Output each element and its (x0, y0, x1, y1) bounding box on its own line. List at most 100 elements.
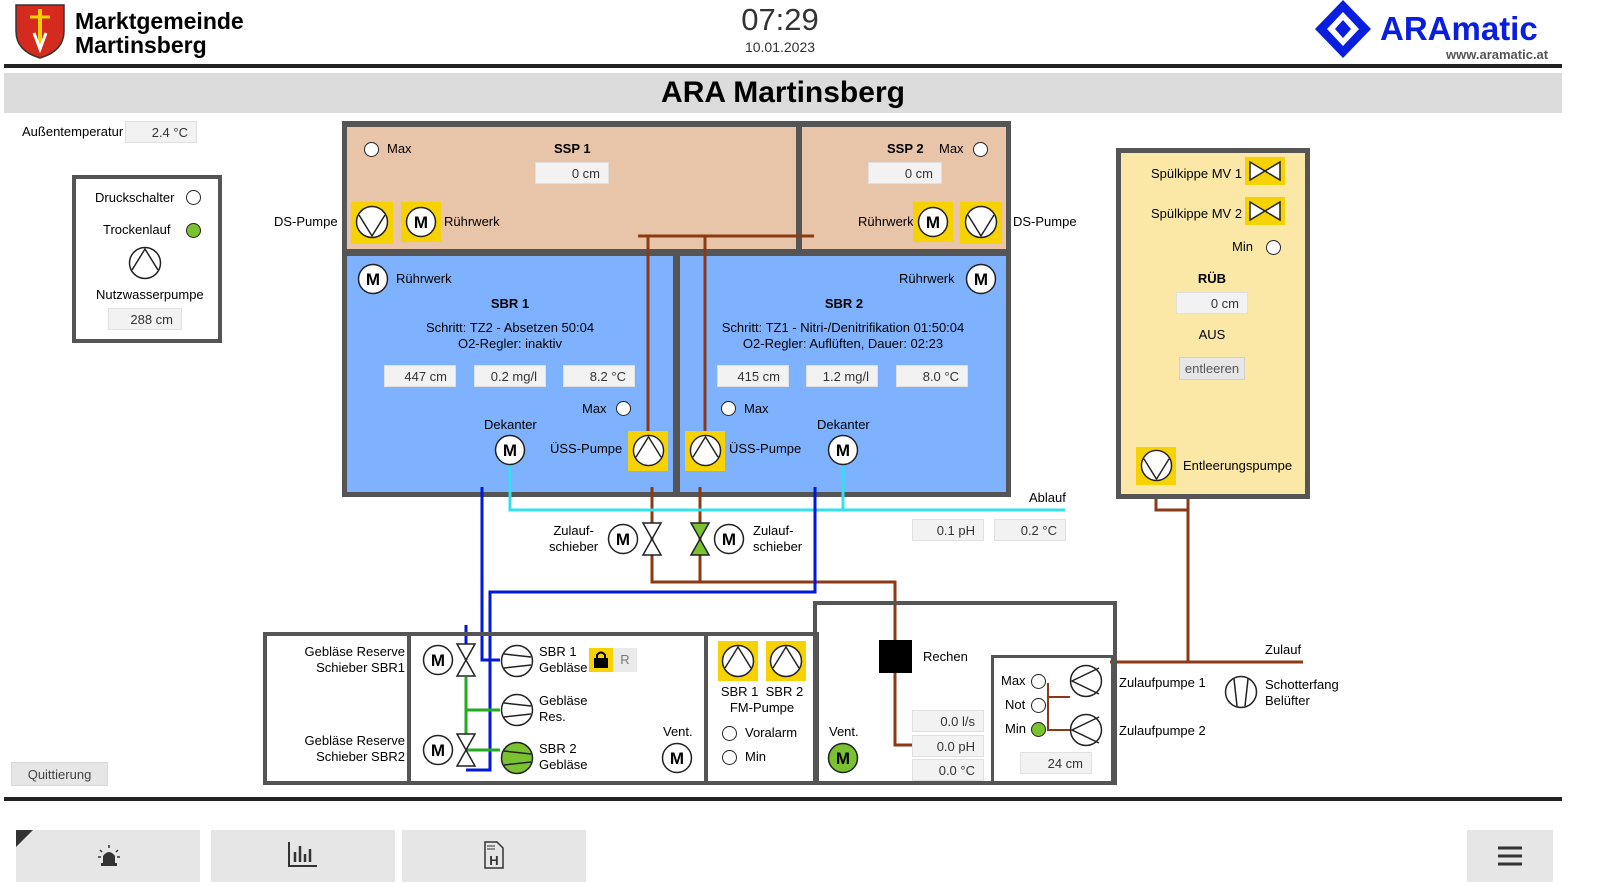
sbr2-stirrer-label: Rührwerk (899, 271, 955, 286)
rueb-empty-button[interactable]: entleeren (1179, 357, 1245, 380)
sump-min-label: Min (1005, 721, 1026, 736)
ssp1-max-indicator (364, 142, 379, 157)
sump-level: 24 cm (1020, 752, 1092, 774)
intake-ph: 0.0 pH (912, 735, 984, 757)
ssp2-level: 0 cm (868, 162, 942, 184)
fm-min-indicator (722, 750, 737, 765)
ssp1-stirrer-label: Rührwerk (444, 214, 500, 229)
reserve2-valve-icon[interactable] (455, 733, 477, 767)
svg-text:M: M (431, 651, 445, 670)
sbr1-o2-value: 0.2 mg/l (474, 365, 546, 387)
inlet-valve-left-icon[interactable] (641, 522, 663, 556)
nav-trends-button[interactable] (211, 830, 395, 882)
nutzwasser-pump-icon[interactable] (128, 246, 162, 280)
outlet-ph: 0.1 pH (912, 519, 984, 541)
sbr1-stirrer-motor-icon[interactable]: M (357, 263, 389, 295)
nutzwasser-level: 288 cm (108, 308, 182, 330)
sbr1-title: SBR 1 (490, 296, 530, 311)
rueb-mv1-label: Spülkippe MV 1 (1151, 166, 1243, 181)
sbr2-temp: 8.0 °C (896, 365, 968, 387)
svg-text:M: M (836, 749, 850, 768)
fm-min-label: Min (745, 749, 766, 764)
hamburger-menu-icon (1498, 846, 1522, 866)
intake-flow: 0.0 l/s (912, 710, 984, 732)
ssp2-ds-pump-icon[interactable] (964, 205, 998, 239)
grit-aerator-label: Schotterfang Belüfter (1265, 677, 1339, 708)
brand-name: ARAmatic (1380, 10, 1538, 47)
nav-menu-button[interactable] (1467, 830, 1553, 882)
inlet-valve-right-label: Zulauf- schieber (753, 523, 803, 554)
sbr2-uess-pump-icon[interactable] (689, 434, 722, 467)
sbr1-level: 447 cm (384, 365, 456, 387)
intake-pump1-label: Zulaufpumpe 1 (1119, 675, 1206, 690)
sbr2-o2-value: 1.2 mg/l (806, 365, 878, 387)
sbr2-blower-icon[interactable] (500, 741, 534, 775)
nutzwasser-pump-label: Nutzwasserpumpe (96, 287, 204, 302)
page-title: ARA Martinsberg (661, 76, 905, 109)
reserve-badge: R (613, 648, 637, 672)
header-divider (4, 64, 1562, 68)
intake-vent-motor-icon[interactable]: M (827, 742, 859, 774)
nav-alarm-button[interactable] (16, 830, 200, 882)
sbr2-max-label: Max (744, 401, 769, 416)
blower-reserve2-label: Gebläse Reserve Schieber SBR2 (304, 733, 405, 764)
page-title-bar: ARA Martinsberg (4, 73, 1562, 113)
sbr1-step: Schritt: TZ2 - Absetzen 50:04 (425, 320, 595, 335)
ssp2-stirrer-motor-icon[interactable]: M (917, 206, 949, 238)
rueb-mv2-valve-icon[interactable] (1249, 200, 1281, 222)
ssp2-title: SSP 2 (887, 141, 924, 156)
fm-pump1-icon[interactable] (721, 644, 755, 678)
outlet-label: Ablauf (1029, 490, 1066, 505)
blower-vent-motor-icon[interactable]: M (661, 742, 693, 774)
sbr2-step: Schritt: TZ1 - Nitri-/Denitrifikation 01… (721, 320, 965, 335)
reserve-blower-label: Gebläse Res. (539, 693, 588, 724)
nav-logbook-button[interactable]: H (402, 830, 586, 882)
svg-text:M: M (670, 749, 684, 768)
intake-pump2-icon[interactable] (1069, 713, 1103, 747)
ssp1-ds-pump-icon[interactable] (355, 205, 389, 239)
sbr1-temp: 8.2 °C (563, 365, 635, 387)
trockenlauf-label: Trockenlauf (103, 222, 171, 237)
sbr2-decanter-motor-icon[interactable]: M (827, 434, 859, 466)
rueb-mv1-valve-icon[interactable] (1249, 160, 1281, 182)
svg-text:M: M (366, 270, 380, 289)
reserve1-motor-icon[interactable]: M (422, 644, 454, 676)
ssp2-ds-pump-label: DS-Pumpe (1013, 214, 1077, 229)
ssp1-stirrer-motor-icon[interactable]: M (405, 206, 437, 238)
reserve-blower-icon[interactable] (500, 693, 534, 727)
sbr1-blower-label: SBR 1 Gebläse (539, 644, 588, 675)
rueb-state: AUS (1198, 327, 1226, 342)
svg-text:M: M (836, 441, 850, 460)
quit-button[interactable]: Quittierung (11, 762, 108, 786)
sbr1-blower-icon[interactable] (500, 644, 534, 678)
svg-text:M: M (722, 530, 736, 549)
clock-date: 10.01.2023 (744, 39, 816, 55)
inlet-valve-left-motor-icon[interactable]: M (607, 523, 639, 555)
inlet-valve-right-icon[interactable] (689, 522, 711, 556)
rueb-empty-pump-icon[interactable] (1140, 449, 1173, 482)
rueb-pump-label: Entleerungspumpe (1183, 458, 1293, 473)
svg-text:M: M (616, 530, 630, 549)
sbr2-stirrer-motor-icon[interactable]: M (965, 263, 997, 295)
lock-icon[interactable] (593, 650, 609, 669)
rueb-min-label: Min (1232, 239, 1253, 254)
sump-max-indicator (1031, 674, 1046, 689)
ssp1-level: 0 cm (535, 162, 609, 184)
reserve1-valve-icon[interactable] (455, 643, 477, 677)
inlet-valve-right-motor-icon[interactable]: M (713, 523, 745, 555)
intake-pump1-icon[interactable] (1069, 664, 1103, 698)
reserve2-motor-icon[interactable]: M (422, 734, 454, 766)
fm-pump2-icon[interactable] (769, 644, 803, 678)
grit-aerator-icon[interactable] (1224, 675, 1258, 709)
sbr1-decanter-motor-icon[interactable]: M (494, 434, 526, 466)
sbr1-uess-pump-icon[interactable] (632, 434, 665, 467)
bar-chart-icon (288, 842, 317, 867)
ssp1-max-label: Max (387, 141, 412, 156)
sump-max-label: Max (1001, 673, 1026, 688)
svg-text:M: M (926, 213, 940, 232)
ssp2-stirrer-label: Rührwerk (858, 214, 914, 229)
brand-url: www.aramatic.at (1446, 47, 1549, 62)
rake-icon[interactable] (879, 640, 912, 673)
rueb-mv2-label: Spülkippe MV 2 (1151, 206, 1243, 221)
